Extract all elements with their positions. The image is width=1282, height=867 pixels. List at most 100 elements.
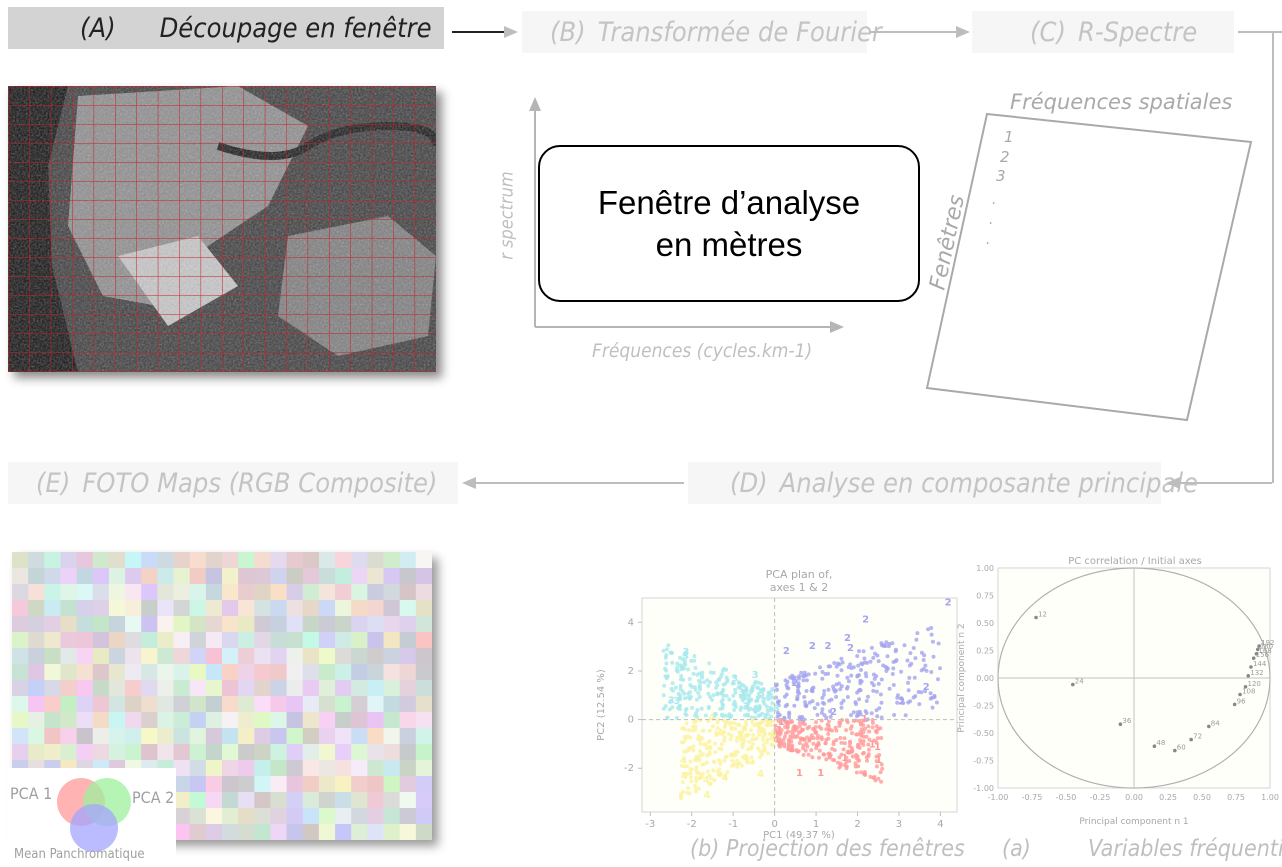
scatter-point-cluster-3: [665, 715, 670, 720]
scatter-point-cluster-4: [690, 728, 695, 733]
scatter-point-cluster-1: [870, 720, 875, 725]
scatter-point-cluster-3: [678, 683, 683, 688]
mosaic-cell: [335, 760, 352, 777]
scatter-point-cluster-3: [703, 713, 708, 718]
scatter-point-cluster-4: [754, 721, 759, 726]
scatter-point-cluster-4: [722, 774, 727, 779]
mosaic-cell: [415, 552, 432, 569]
rspectre-row-1: 1: [1004, 128, 1014, 146]
legend-pca2-label: PCA 2: [132, 788, 175, 807]
mosaic-cell: [302, 664, 320, 681]
mosaic-cell: [302, 760, 320, 777]
scatter-point-cluster-2: [832, 661, 837, 665]
corr-ytick-label: 0.00: [976, 674, 994, 683]
scatter-point-cluster-3: [764, 704, 769, 709]
mosaic-cell: [189, 600, 207, 617]
scatter-point-cluster-3: [715, 691, 720, 696]
scatter-point-cluster-4: [700, 771, 705, 776]
mosaic-cell: [351, 776, 368, 793]
mosaic-cell: [108, 600, 126, 617]
mosaic-cell: [12, 728, 29, 745]
mosaic-cell: [141, 584, 158, 601]
scatter-point-cluster-4: [750, 720, 755, 725]
mosaic-cell: [108, 680, 126, 697]
mosaic-cell: [270, 712, 288, 729]
scatter-point-cluster-1: [797, 741, 802, 745]
mosaic-cell: [60, 712, 78, 729]
scatter-point-cluster-3: [757, 706, 762, 711]
mosaic-cell: [270, 792, 288, 809]
scatter-point-cluster-2: [879, 715, 884, 720]
scatter-point-cluster-3: [770, 701, 775, 705]
scatter-point-cluster-4: [698, 741, 703, 746]
mosaic-cell: [270, 728, 288, 745]
scatter-point-cluster-2: [921, 658, 926, 662]
scatter-point-cluster-3: [712, 712, 717, 717]
mosaic-cell: [189, 680, 207, 697]
scatter-point-cluster-2: [819, 710, 824, 715]
scatter-point-cluster-2: [876, 681, 881, 686]
scatter-point-cluster-3: [765, 694, 770, 699]
scatter-point-cluster-2: [929, 626, 934, 630]
mosaic-cell: [335, 696, 352, 713]
arrow-c-d-vertical: [1272, 31, 1274, 483]
mosaic-cell: [157, 632, 175, 649]
scatter-point-cluster-3: [708, 680, 712, 685]
cluster-label-1: 1: [796, 768, 803, 779]
mosaic-cell: [254, 600, 271, 617]
mosaic-cell: [157, 680, 175, 697]
scatter-point-cluster-2: [919, 650, 924, 655]
scatter-point-cluster-2: [847, 679, 851, 684]
mosaic-cell: [367, 632, 385, 649]
scatter-point-cluster-3: [739, 705, 744, 710]
scatter-point-cluster-2: [802, 695, 807, 699]
mosaic-cell: [335, 632, 352, 649]
scatter-point-cluster-4: [713, 750, 718, 755]
scatter-point-cluster-3: [765, 708, 770, 713]
scatter-point-cluster-3: [689, 685, 694, 689]
mosaic-cell: [76, 744, 94, 761]
scatter-point-cluster-2: [822, 701, 827, 706]
scatter-point-cluster-2: [911, 646, 916, 650]
mosaic-cell: [157, 696, 175, 713]
scatter-point-cluster-3: [723, 713, 728, 718]
variable-label: 168: [1258, 647, 1271, 655]
scatter-point-cluster-1: [824, 757, 829, 762]
mosaic-cell: [12, 600, 29, 617]
scatter-point-cluster-2: [923, 689, 927, 694]
mosaic-cell: [173, 600, 191, 617]
scatter-point-cluster-3: [690, 705, 694, 710]
scatter-point-cluster-3: [708, 670, 713, 675]
scatter-point-cluster-4: [727, 721, 732, 726]
mosaic-cell: [92, 744, 110, 761]
cluster-label-1: 1: [861, 714, 868, 725]
mosaic-cell: [222, 632, 239, 649]
callout-line-1: Fenêtre d’analyse: [597, 183, 861, 221]
scatter-point-cluster-1: [807, 724, 812, 729]
scatter-point-cluster-3: [753, 679, 758, 684]
mosaic-cell: [173, 824, 191, 840]
rspectre-top-label: Fréquences spatiales: [1010, 90, 1233, 114]
scatter-point-cluster-3: [718, 706, 723, 711]
scatter-point-cluster-1: [874, 724, 879, 729]
scatter-point-cluster-2: [835, 673, 840, 678]
scatter-point-cluster-1: [844, 718, 849, 723]
mosaic-cell: [125, 712, 142, 729]
scatter-point-cluster-3: [689, 658, 694, 663]
cluster-label-2: 2: [809, 641, 816, 652]
scatter-point-cluster-4: [712, 741, 717, 746]
scatter-point-cluster-1: [855, 745, 860, 749]
mosaic-cell: [254, 568, 271, 585]
scatter-point-cluster-2: [776, 703, 781, 708]
scatter-point-cluster-2: [859, 661, 864, 666]
scatter-point-cluster-3: [702, 680, 707, 685]
scatter-point-cluster-4: [687, 728, 691, 733]
mosaic-cell: [108, 648, 126, 665]
scatter-point-cluster-4: [682, 727, 687, 732]
scatter-point-cluster-2: [919, 668, 924, 673]
scatter-point-cluster-1: [791, 732, 796, 737]
scatter-point-cluster-1: [813, 730, 818, 735]
mosaic-cell: [173, 712, 191, 729]
scatter-point-cluster-3: [721, 687, 726, 692]
corr-xtick-label: 1.00: [1261, 793, 1279, 802]
